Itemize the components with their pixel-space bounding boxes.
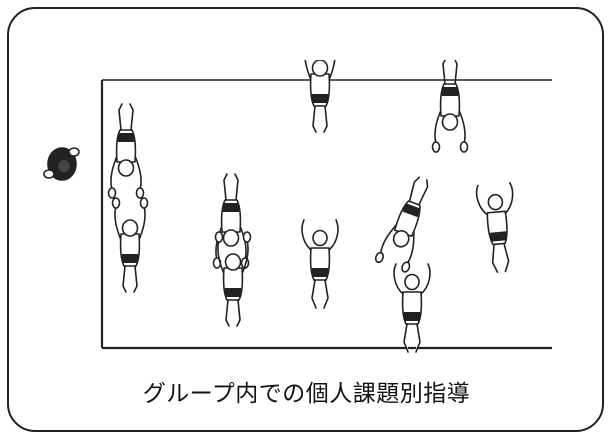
swimmer-figure bbox=[107, 103, 145, 199]
swimming-pool-illustration bbox=[43, 60, 552, 353]
swimmer-figure bbox=[475, 181, 521, 275]
swimmer-figure bbox=[431, 60, 469, 153]
swimmer-figure bbox=[373, 171, 441, 274]
figure-caption: グループ内での個人課題別指導 bbox=[142, 381, 471, 407]
swimmer-figure bbox=[111, 197, 149, 293]
swimmer-figure bbox=[393, 263, 431, 353]
swimmer-figure bbox=[301, 60, 339, 133]
swimmer-figure bbox=[301, 219, 339, 309]
